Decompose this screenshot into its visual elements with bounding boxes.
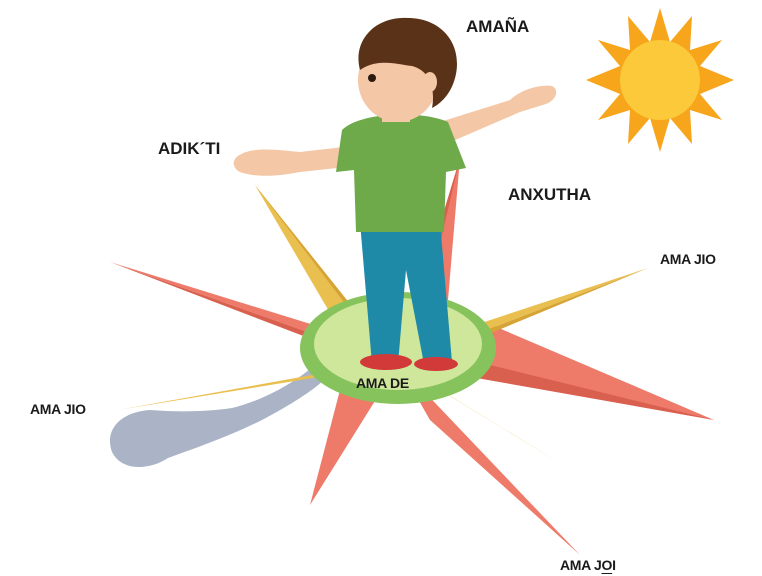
label-north: AMAÑA (466, 18, 529, 35)
label-south: AMA JOI (560, 558, 616, 572)
label-south-underlined: O (602, 557, 613, 573)
boy-shadow (110, 360, 332, 467)
label-west: AMA JIO (30, 402, 86, 416)
label-west-top: ADIK´TI (158, 140, 220, 157)
label-south-prefix: AMA J (560, 557, 602, 573)
label-center: AMA DE (356, 376, 409, 390)
label-east: AMA JIO (660, 252, 716, 266)
label-east-top: ANXUTHA (508, 186, 591, 203)
sun-icon (586, 8, 734, 152)
label-south-suffix: I (612, 557, 616, 573)
